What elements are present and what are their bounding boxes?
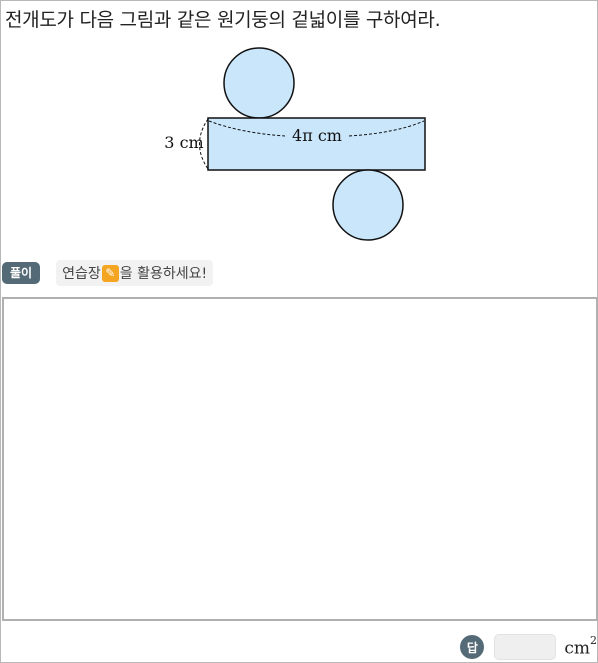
pencil-icon[interactable]: ✎ — [101, 264, 119, 282]
question-text: 전개도가 다음 그림과 같은 원기둥의 겉넓이를 구하여라. — [5, 9, 441, 31]
solve-badge: 풀이 — [2, 262, 41, 284]
practice-hint-text-after: 을 활용하세요! — [119, 266, 208, 282]
unit-exponent: 2 — [590, 634, 597, 648]
answer-input[interactable] — [494, 634, 557, 660]
top-circle — [223, 47, 295, 119]
cylinder-net-figure: 3 cm 4π cm — [164, 47, 426, 241]
unit-text: cm — [564, 638, 590, 659]
height-label: 3 cm — [164, 133, 203, 152]
width-label: 4π cm — [292, 126, 342, 145]
answer-row: 답 cm2 — [460, 632, 597, 662]
width-dimension-arc-right — [348, 120, 425, 137]
bottom-circle — [332, 169, 404, 241]
practice-hint-text: 연습장 — [62, 266, 101, 282]
side-rectangle — [207, 117, 426, 171]
width-dimension-arc-left — [208, 120, 286, 137]
practice-hint[interactable]: 연습장 ✎ 을 활용하세요! — [56, 260, 214, 286]
solution-workarea[interactable] — [2, 297, 598, 621]
answer-unit: cm2 — [564, 634, 597, 659]
solve-row: 풀이 연습장 ✎ 을 활용하세요! — [2, 260, 214, 286]
answer-badge: 답 — [460, 635, 485, 659]
height-dimension-arc — [199, 118, 209, 170]
